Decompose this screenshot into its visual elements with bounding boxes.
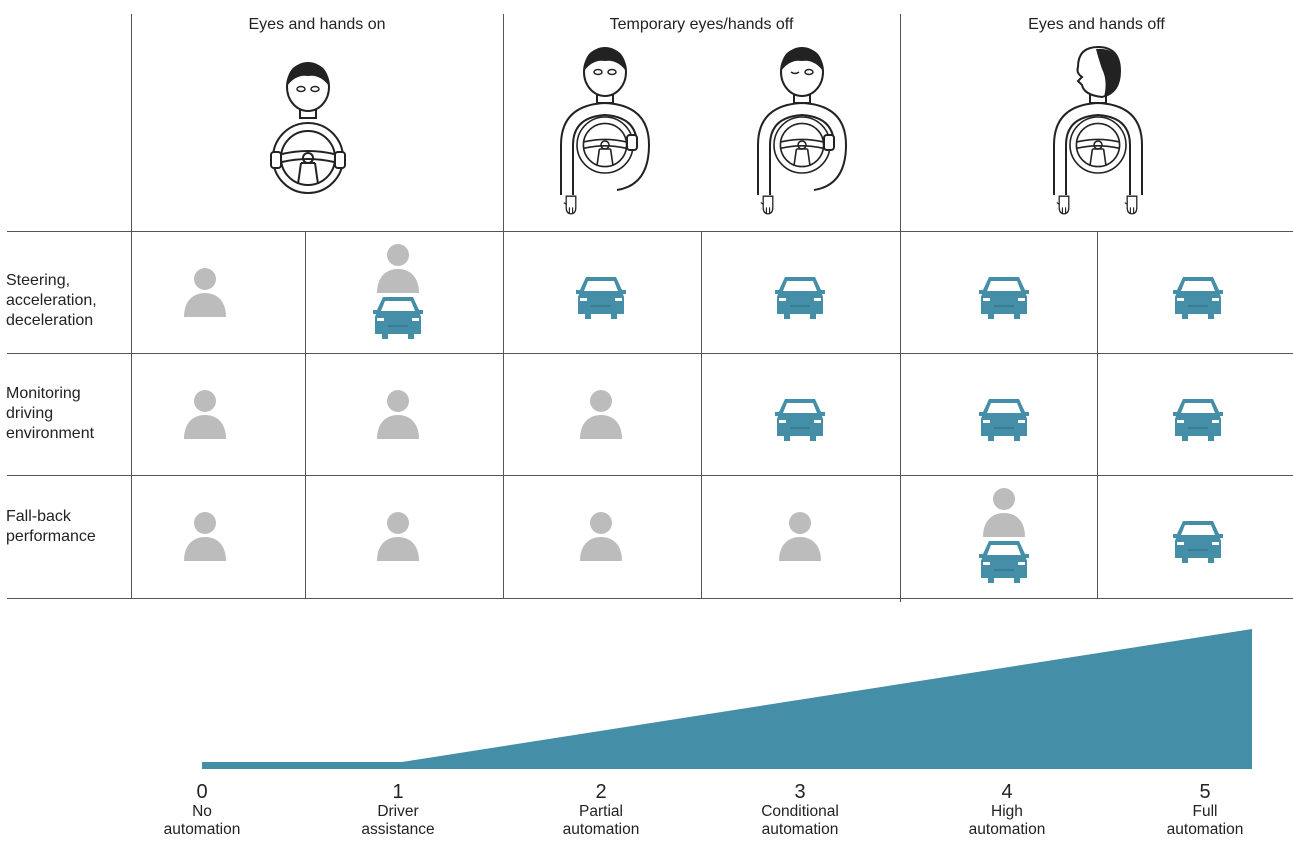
car-icon [1173, 399, 1223, 441]
driver-eyes-hands-off-icon [1053, 45, 1143, 215]
level-number: 2 [595, 781, 607, 803]
level-number: 1 [392, 781, 404, 803]
person-icon [377, 512, 419, 561]
level-number: 3 [794, 781, 806, 803]
divider-vertical [1097, 231, 1098, 598]
driver-temporary-eyes-closed-icon [757, 47, 848, 215]
divider-vertical [305, 231, 306, 598]
driver-temporary-eyes-open-icon [560, 47, 651, 215]
row-label-fallback: Fall-back performance [6, 508, 96, 545]
divider-vertical [503, 14, 504, 598]
car-icon [979, 399, 1029, 441]
level-number: 4 [1001, 781, 1013, 803]
car-icon [775, 277, 825, 319]
level-3: 3 Conditional automation [730, 781, 870, 839]
person-icon [184, 512, 226, 561]
car-icon [775, 399, 825, 441]
divider-vertical [900, 14, 901, 602]
person-icon [377, 390, 419, 439]
level-name: High automation [968, 803, 1046, 838]
car-icon [373, 297, 423, 339]
divider-horizontal [7, 475, 1293, 476]
divider-horizontal [7, 353, 1293, 354]
level-0: 0 No automation [132, 781, 272, 839]
level-number: 0 [196, 781, 208, 803]
divider-vertical [131, 14, 132, 598]
car-icon [576, 277, 626, 319]
group-title-eyes-hands-off: Eyes and hands off [1028, 16, 1165, 33]
level-name: No automation [163, 803, 241, 838]
level-name: Full automation [1166, 803, 1244, 838]
level-2: 2 Partial automation [531, 781, 671, 839]
car-icon [1173, 521, 1223, 563]
group-title-eyes-hands-on: Eyes and hands on [248, 16, 386, 33]
car-icon [979, 277, 1029, 319]
person-icon [184, 390, 226, 439]
row-label-monitoring: Monitoring driving environment [6, 385, 95, 442]
person-icon [377, 244, 419, 293]
divider-horizontal [7, 231, 1293, 232]
level-1: 1 Driver assistance [328, 781, 468, 839]
person-icon [983, 488, 1025, 537]
level-name: Conditional automation [761, 803, 839, 838]
level-4: 4 High automation [937, 781, 1077, 839]
person-icon [184, 268, 226, 317]
group-title-temporary-off: Temporary eyes/hands off [609, 16, 794, 33]
person-icon [580, 390, 622, 439]
level-name: Partial automation [562, 803, 640, 838]
person-icon [779, 512, 821, 561]
level-5: 5 Full automation [1135, 781, 1275, 839]
divider-vertical [701, 231, 702, 598]
car-icon [1173, 277, 1223, 319]
divider-horizontal [7, 598, 1293, 599]
row-label-steering: Steering, acceleration, deceleration [6, 272, 97, 329]
level-number: 5 [1199, 781, 1211, 803]
car-icon [979, 541, 1029, 583]
person-icon [580, 512, 622, 561]
level-name: Driver assistance [361, 803, 435, 838]
driver-eyes-hands-on-icon [270, 62, 346, 194]
automation-level-ramp [202, 629, 1252, 769]
